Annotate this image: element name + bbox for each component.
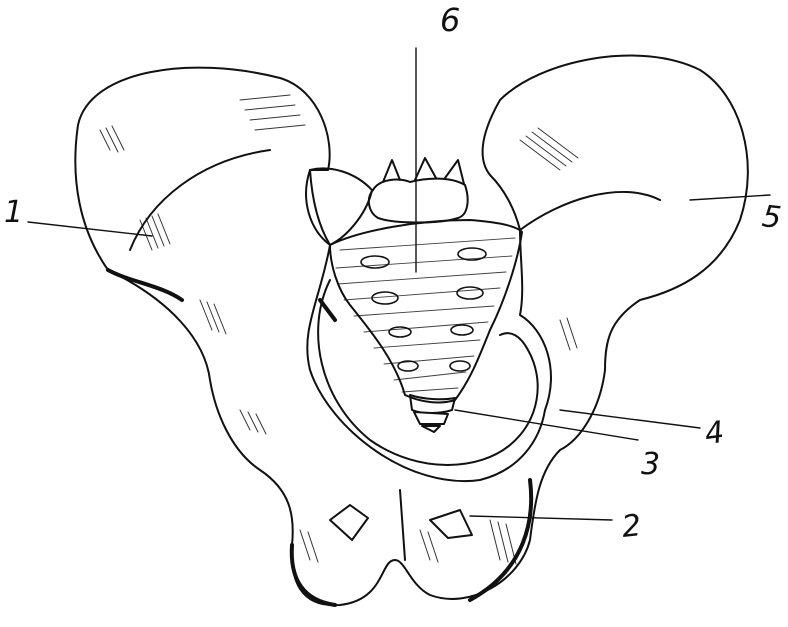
coccyx (410, 395, 455, 432)
shadow-edges (292, 300, 531, 605)
leader-3 (455, 410, 638, 440)
pubic-symphysis (400, 490, 405, 560)
label-2: 2 (620, 511, 642, 543)
leader-5 (690, 195, 770, 200)
leader-1 (28, 222, 152, 236)
sacral-foramina (361, 248, 486, 371)
sacrum-hatching (336, 238, 515, 392)
label-4: 4 (703, 418, 726, 450)
right-obturator-foramen (430, 510, 472, 538)
shading (100, 95, 578, 564)
left-iliac-fossa (130, 150, 270, 250)
leader-4 (560, 410, 700, 428)
label-5: 5 (760, 202, 782, 234)
sacral-promontory (369, 179, 468, 223)
leader-2 (470, 516, 612, 520)
pelvis-outline (75, 56, 748, 606)
label-1: 1 (4, 198, 23, 228)
label-6: 6 (440, 4, 460, 36)
right-iliac-fossa (520, 192, 660, 230)
left-obturator-foramen (330, 505, 368, 540)
label-3: 3 (641, 450, 660, 480)
